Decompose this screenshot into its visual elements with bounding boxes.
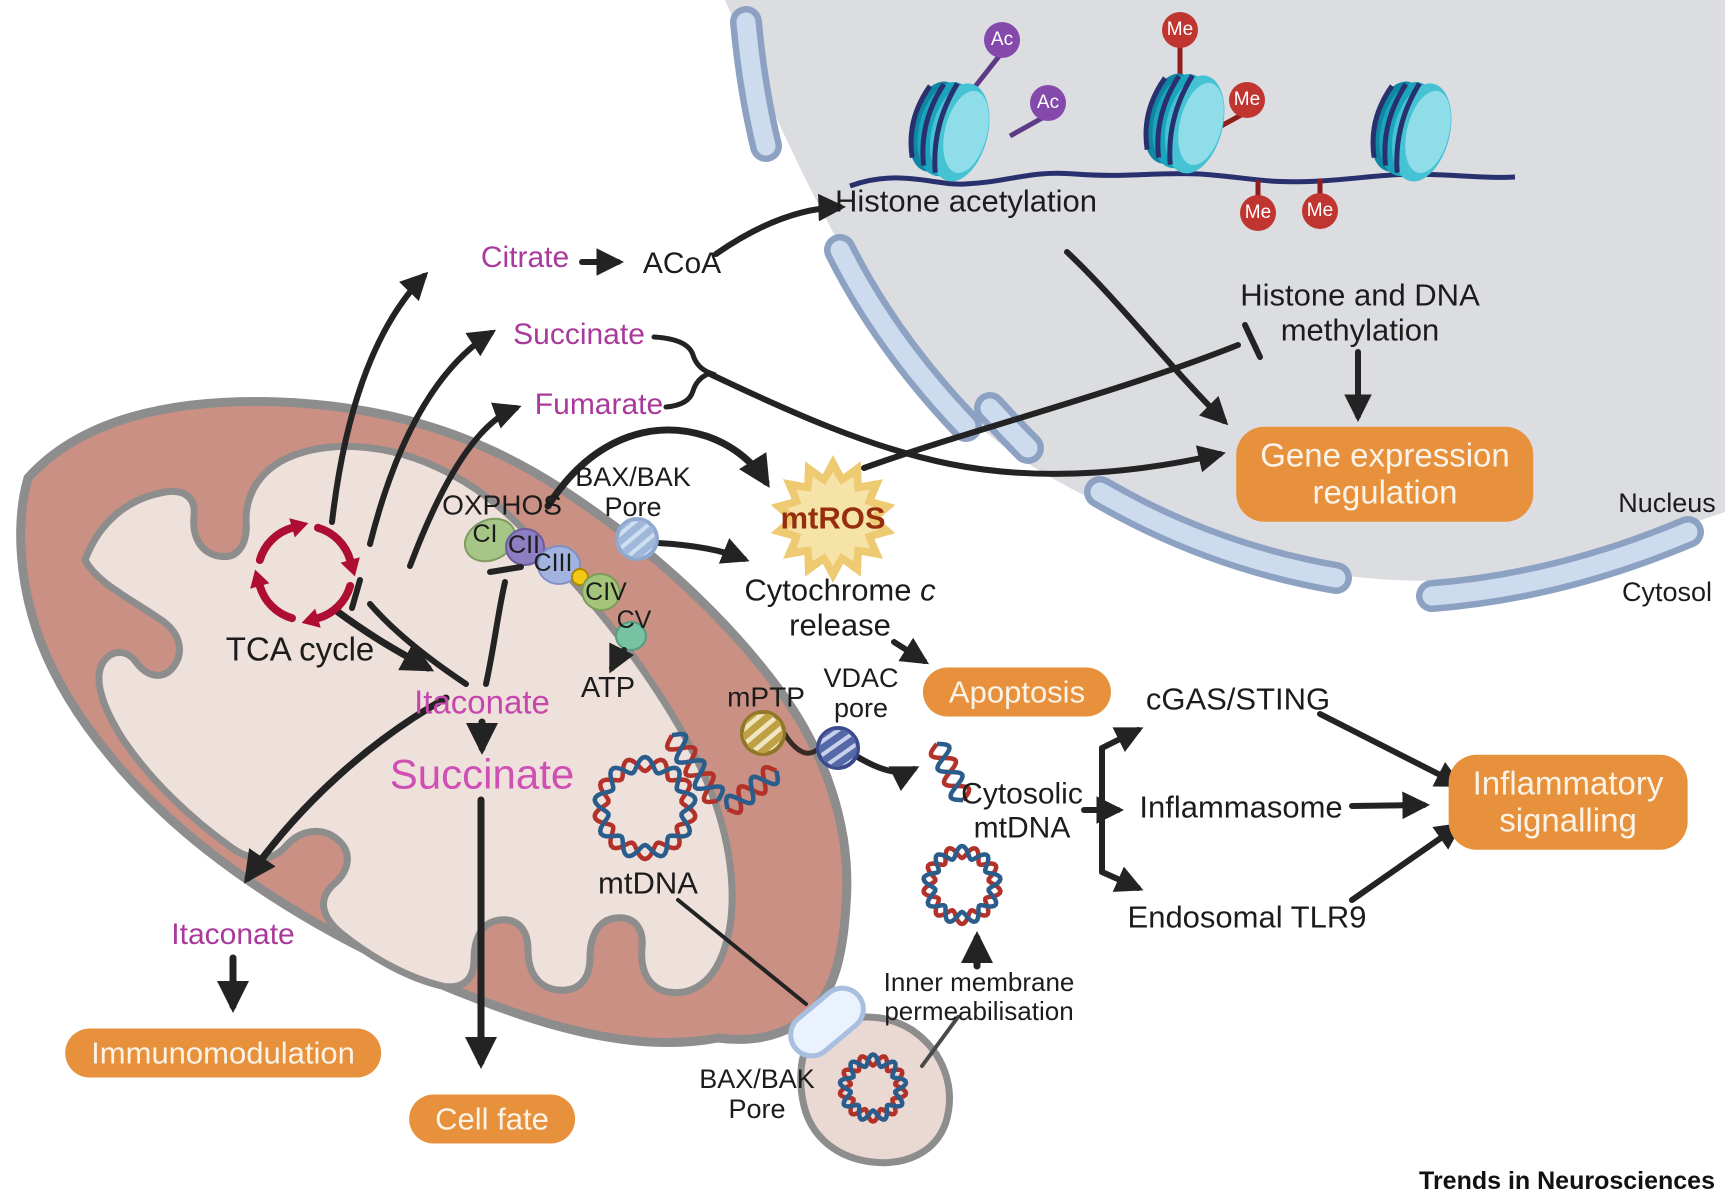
inflammasome-label: Inflammasome (1139, 789, 1343, 825)
endosomal-tlr9-label: Endosomal TLR9 (1127, 899, 1367, 935)
mtdna-helix-icon (723, 764, 781, 816)
mtdna-helix-icon (928, 741, 972, 803)
succinate-label: Succinate (513, 318, 645, 352)
mtros-star-icon (770, 455, 896, 583)
nucleosome-icon (1370, 81, 1452, 182)
atp-label: ATP (580, 671, 636, 704)
nucleosome-icon (1143, 73, 1225, 174)
mtdna-bleb (797, 1013, 953, 1167)
immunomodulation-box: Immunomodulation (65, 1028, 381, 1078)
oxphos-complexes (463, 517, 647, 651)
arrows (216, 193, 1464, 1070)
coq-icon (571, 568, 589, 586)
ci-label: CI (472, 520, 498, 548)
complex-CII-icon (505, 528, 545, 566)
ac-ball: Ac (984, 22, 1020, 58)
me-ball: Me (1302, 193, 1338, 229)
mtdna-helix-icon (664, 731, 726, 805)
nucleus-label: Nucleus (1618, 487, 1716, 518)
cii-label: CII (508, 531, 540, 559)
nuclear-envelope (730, 6, 1704, 612)
me-ball: Me (1229, 82, 1265, 118)
cytosol-label: Cytosol (1621, 576, 1713, 607)
itaconate-cytosol-label: Itaconate (171, 918, 295, 952)
tca-cycle-icon (250, 518, 360, 628)
mtros-label: mtROS (780, 500, 886, 536)
cytochrome-c-release-label: Cytochrome c release (744, 572, 936, 642)
histone-acetylation-label: Histone acetylation (835, 183, 1097, 219)
succinate-matrix-label: Succinate (389, 750, 575, 798)
fumarate-label: Fumarate (534, 388, 664, 422)
journal-credit: Trends in Neurosciences (1419, 1167, 1715, 1195)
itaconate-matrix-label: Itaconate (414, 683, 550, 721)
nucleosome-icon (908, 81, 990, 182)
oxphos-label: OXPHOS (442, 489, 562, 521)
mtdna-plasmid-icon (921, 843, 1003, 927)
citrate-label: Citrate (480, 241, 570, 275)
apoptosis-box: Apoptosis (922, 667, 1112, 717)
mptp-label: mPTP (727, 681, 805, 713)
tca-cycle-label: TCA cycle (225, 630, 375, 668)
civ-label: CIV (585, 578, 627, 606)
mtdna-label: mtDNA (598, 865, 698, 901)
mtdna-plasmid-icon (592, 754, 698, 862)
baxbak-bottom-pore-icon (788, 985, 866, 1059)
mtdna-plasmid-icon (837, 1052, 909, 1124)
complex-CIV-icon (581, 572, 621, 612)
acoa-label: ACoA (642, 247, 722, 281)
complex-CIII-icon (537, 545, 581, 585)
ac-ball: Ac (1030, 85, 1066, 121)
cell-fate-box: Cell fate (409, 1094, 575, 1144)
ciii-label: CIII (533, 549, 573, 577)
me-ball: Me (1240, 195, 1276, 231)
cgas-sting-label: cGAS/STING (1145, 681, 1331, 717)
cv-label: CV (616, 606, 652, 634)
vdac-pore-icon (811, 721, 865, 775)
complex-CI-icon (463, 517, 517, 563)
me-ball: Me (1162, 12, 1198, 48)
